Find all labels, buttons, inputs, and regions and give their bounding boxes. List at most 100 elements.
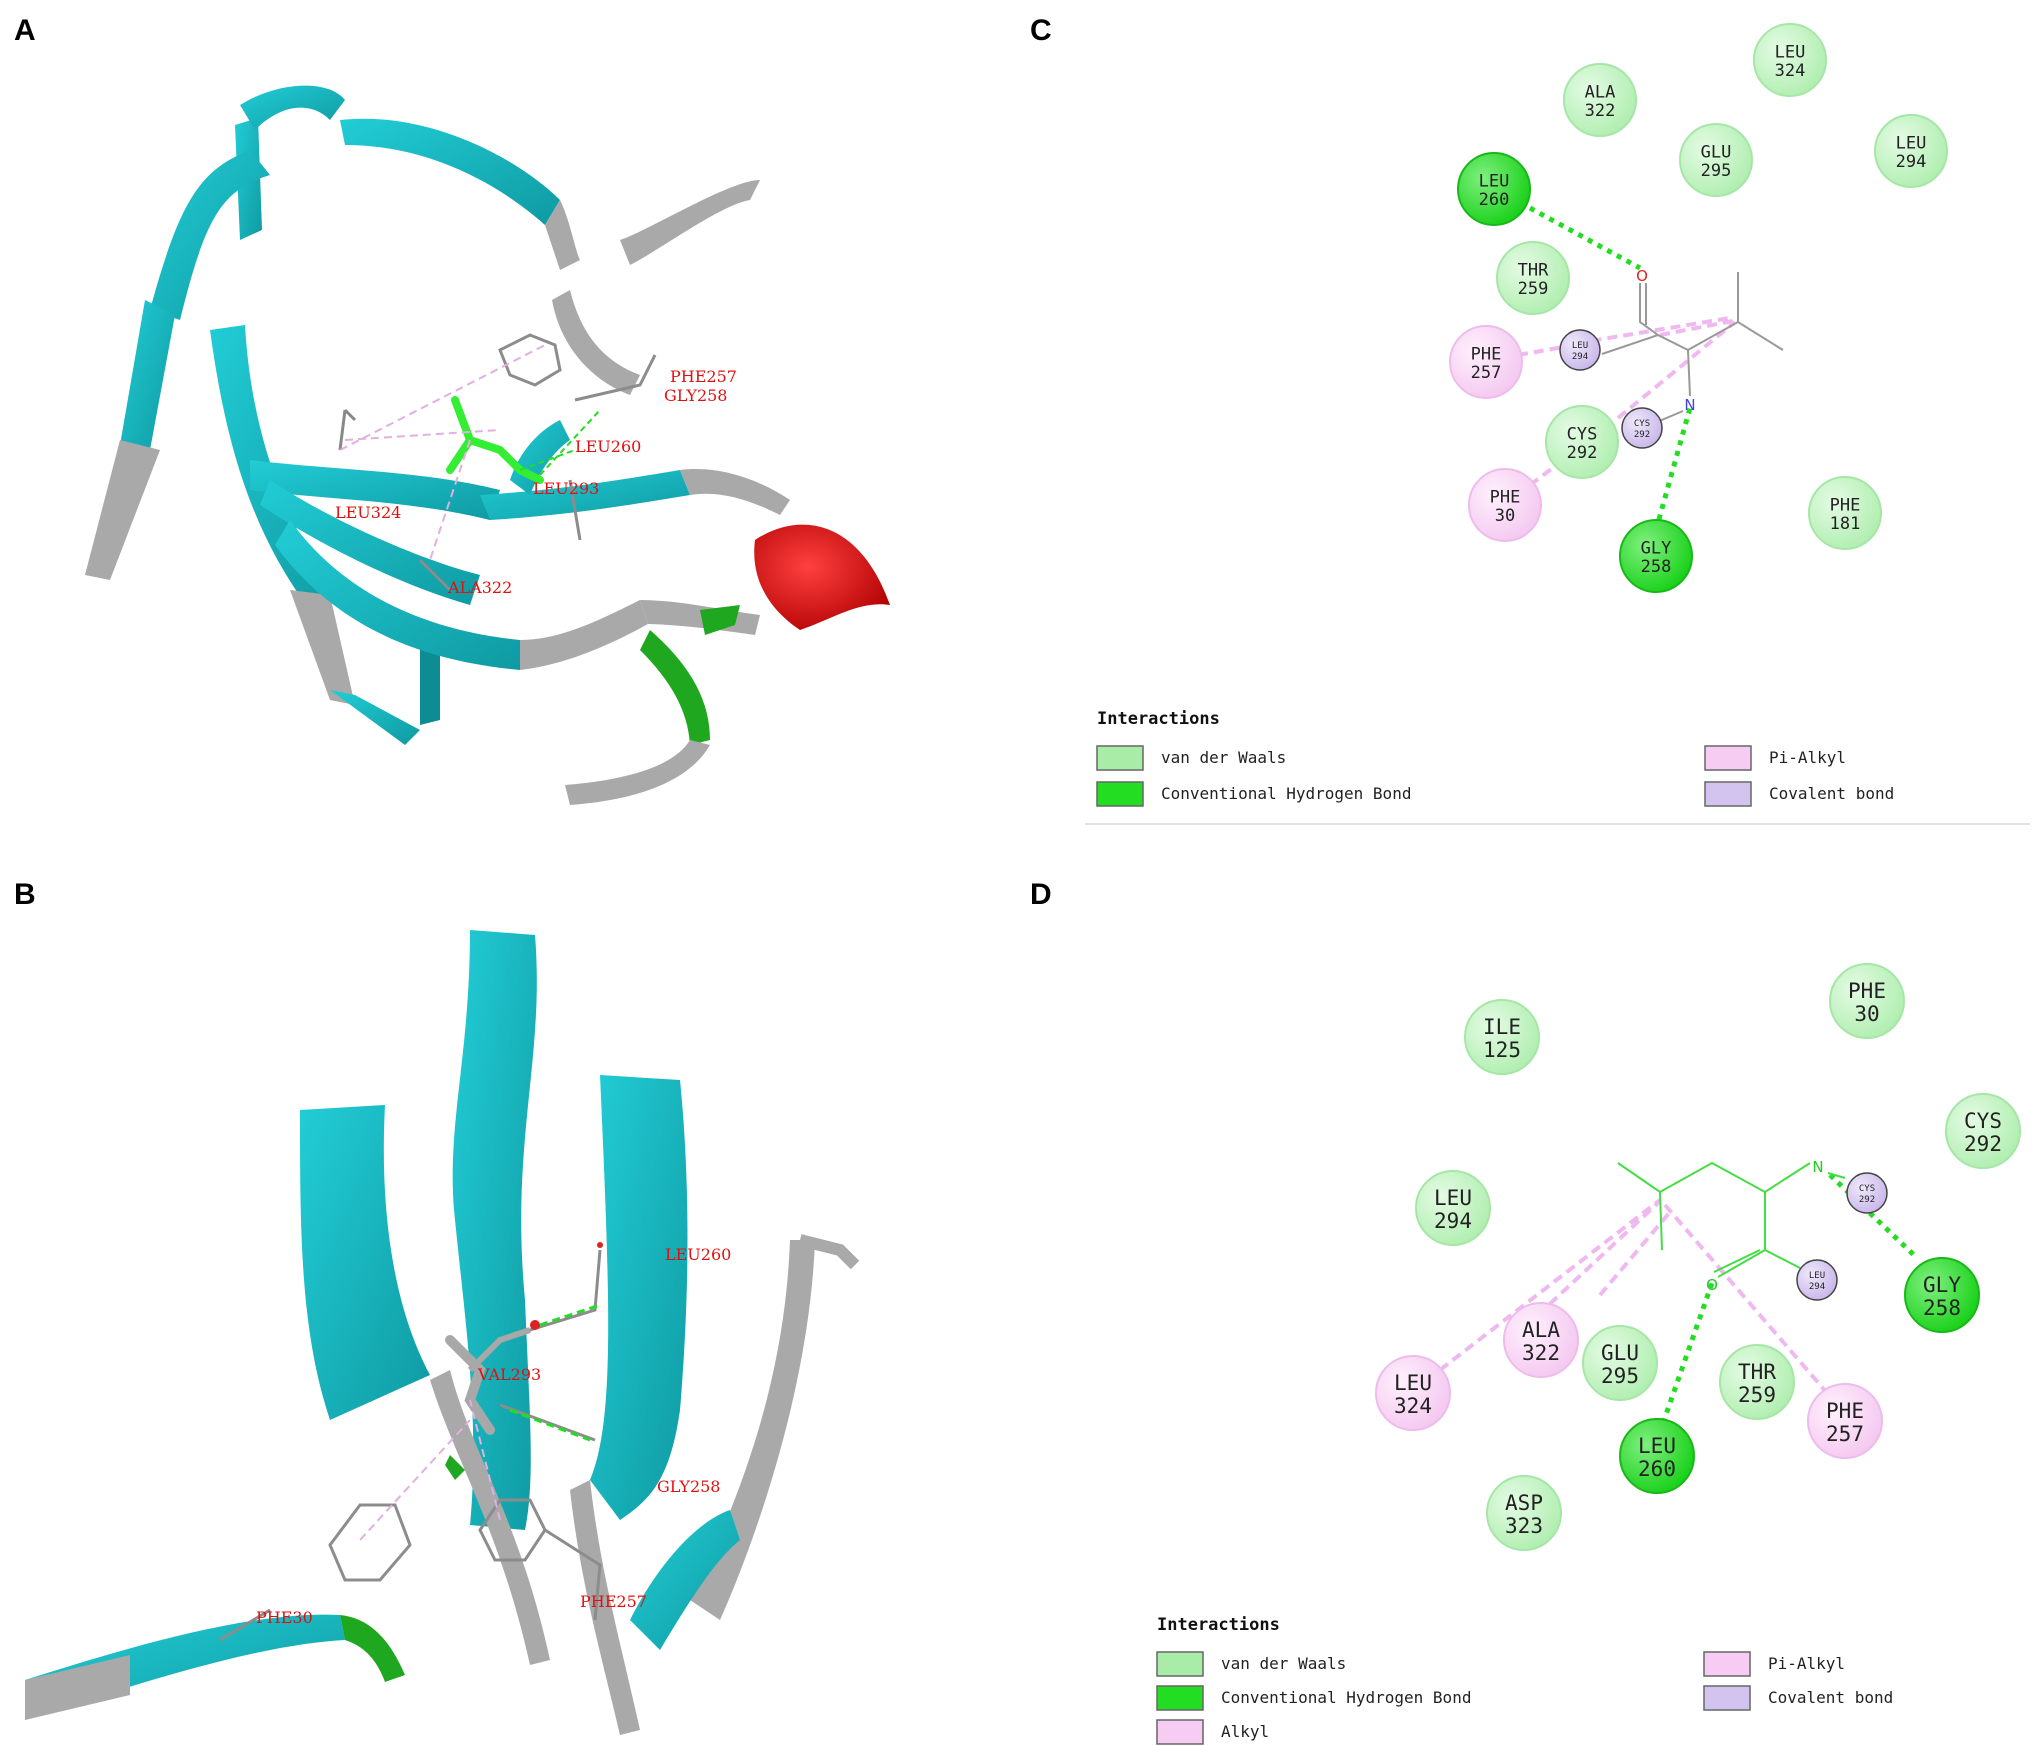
residue-ala322: ALA322 xyxy=(1563,63,1637,137)
residue-name: LEU xyxy=(1896,133,1927,153)
residue-bubble xyxy=(1486,1475,1562,1551)
residue-bubble xyxy=(1545,405,1619,479)
residue-name: PHE xyxy=(1826,1399,1864,1423)
residue-number: 324 xyxy=(1775,61,1806,81)
covalent-bubble xyxy=(1796,1259,1838,1301)
residue-name: ASP xyxy=(1505,1491,1543,1515)
residue-leu260: LEU260 xyxy=(1619,1418,1695,1494)
legend-item-pialkyl: Pi-Alkyl xyxy=(1704,745,1846,771)
residue-name: PHE xyxy=(1848,979,1886,1003)
panel-d-letter: D xyxy=(1030,878,1052,911)
label-leu324-a: LEU324 xyxy=(335,503,401,522)
covalent-name: LEU xyxy=(1572,341,1588,351)
legend-swatch xyxy=(1703,1651,1751,1677)
panel-c-letter: C xyxy=(1030,14,1052,47)
covalent-name: LEU xyxy=(1809,1271,1825,1281)
residue-number: 258 xyxy=(1641,557,1672,577)
residue-name: PHE xyxy=(1490,487,1521,507)
panel-d-interactions xyxy=(1438,1173,1917,1424)
residue-phe30: PHE30 xyxy=(1829,963,1905,1039)
residue-bubble xyxy=(1496,241,1570,315)
atom-n-c: N xyxy=(1684,396,1695,414)
residue-bubble xyxy=(1719,1344,1795,1420)
legend-title: Interactions xyxy=(1157,1615,1280,1635)
residue-number: 292 xyxy=(1567,443,1598,463)
legend-label: Conventional Hydrogen Bond xyxy=(1221,1688,1471,1707)
legend-item-covalent: Covalent bond xyxy=(1704,781,1894,807)
panel-d: D O N PHE30ILE125CYS292LEU294GLY258ALA32… xyxy=(1030,878,2021,1745)
label-gly258-b: GLY258 xyxy=(657,1477,720,1496)
residue-bubble xyxy=(1503,1302,1579,1378)
residue-number: 259 xyxy=(1738,1383,1776,1407)
panel-c-residues: LEU324ALA322GLU295LEU294LEU260THR259PHE2… xyxy=(1449,23,1948,593)
residue-name: GLU xyxy=(1701,142,1732,162)
legend-label: Conventional Hydrogen Bond xyxy=(1161,784,1411,803)
residue-name: CYS xyxy=(1964,1109,2002,1133)
residue-name: CYS xyxy=(1567,424,1598,444)
residue-name: LEU xyxy=(1479,171,1510,191)
legend-item-covalent: Covalent bond xyxy=(1703,1685,1893,1711)
residue-bubble xyxy=(1619,1418,1695,1494)
residue-bubble xyxy=(1582,1325,1658,1401)
legend-item-hbond: Conventional Hydrogen Bond xyxy=(1156,1685,1471,1711)
legend-swatch xyxy=(1096,745,1144,771)
residue-name: LEU xyxy=(1775,42,1806,62)
residue-name: PHE xyxy=(1830,495,1861,515)
label-leu260-b: LEU260 xyxy=(665,1245,731,1264)
residue-name: ALA xyxy=(1522,1318,1560,1342)
legend-item-pialkyl: Pi-Alkyl xyxy=(1703,1651,1845,1677)
residue-bubble xyxy=(1807,1383,1883,1459)
residue-number: 292 xyxy=(1964,1132,2002,1156)
covalent-bubble xyxy=(1559,329,1601,371)
residue-name: LEU xyxy=(1394,1371,1432,1395)
legend-title: Interactions xyxy=(1097,709,1220,729)
residue-bubble xyxy=(1563,63,1637,137)
residue-bubble xyxy=(1619,519,1693,593)
legend-swatch xyxy=(1704,745,1752,771)
residue-number: 322 xyxy=(1585,101,1616,121)
residue-name: LEU xyxy=(1434,1186,1472,1210)
covalent-bubble xyxy=(1621,407,1663,449)
residue-phe257: PHE257 xyxy=(1449,325,1523,399)
residue-bubble xyxy=(1874,114,1948,188)
residue-name: THR xyxy=(1518,260,1549,280)
residue-ala322: ALA322 xyxy=(1503,1302,1579,1378)
panel-b-letter: B xyxy=(14,878,36,911)
legend-label: van der Waals xyxy=(1161,748,1286,767)
legend-label: Alkyl xyxy=(1221,1722,1269,1741)
residue-bubble xyxy=(1464,999,1540,1075)
residue-phe30: PHE30 xyxy=(1468,468,1542,542)
covalent-number: 292 xyxy=(1859,1195,1875,1205)
residue-name: GLU xyxy=(1601,1341,1639,1365)
residue-number: 260 xyxy=(1479,190,1510,210)
panel-b: B xyxy=(14,878,860,1735)
residue-bubble xyxy=(1679,123,1753,197)
legend-item-alkyl: Alkyl xyxy=(1156,1719,1269,1745)
residue-leu260: LEU260 xyxy=(1457,152,1531,226)
residue-leu324: LEU324 xyxy=(1753,23,1827,97)
residue-number: 294 xyxy=(1896,152,1927,172)
covalent-number: 294 xyxy=(1572,352,1588,362)
panel-b-ligand xyxy=(219,1242,603,1642)
panel-b-ribbons xyxy=(25,930,860,1735)
residue-phe257: PHE257 xyxy=(1807,1383,1883,1459)
residue-bubble xyxy=(1375,1355,1451,1431)
atom-o-c: O xyxy=(1636,267,1648,285)
residue-name: ALA xyxy=(1585,82,1616,102)
residue-bubble xyxy=(1904,1257,1980,1333)
residue-bubble xyxy=(1829,963,1905,1039)
residue-gly258: GLY258 xyxy=(1619,519,1693,593)
panel-c-ligand xyxy=(1601,272,1784,426)
label-leu260-a: LEU260 xyxy=(575,437,641,456)
residue-name: ILE xyxy=(1483,1015,1521,1039)
